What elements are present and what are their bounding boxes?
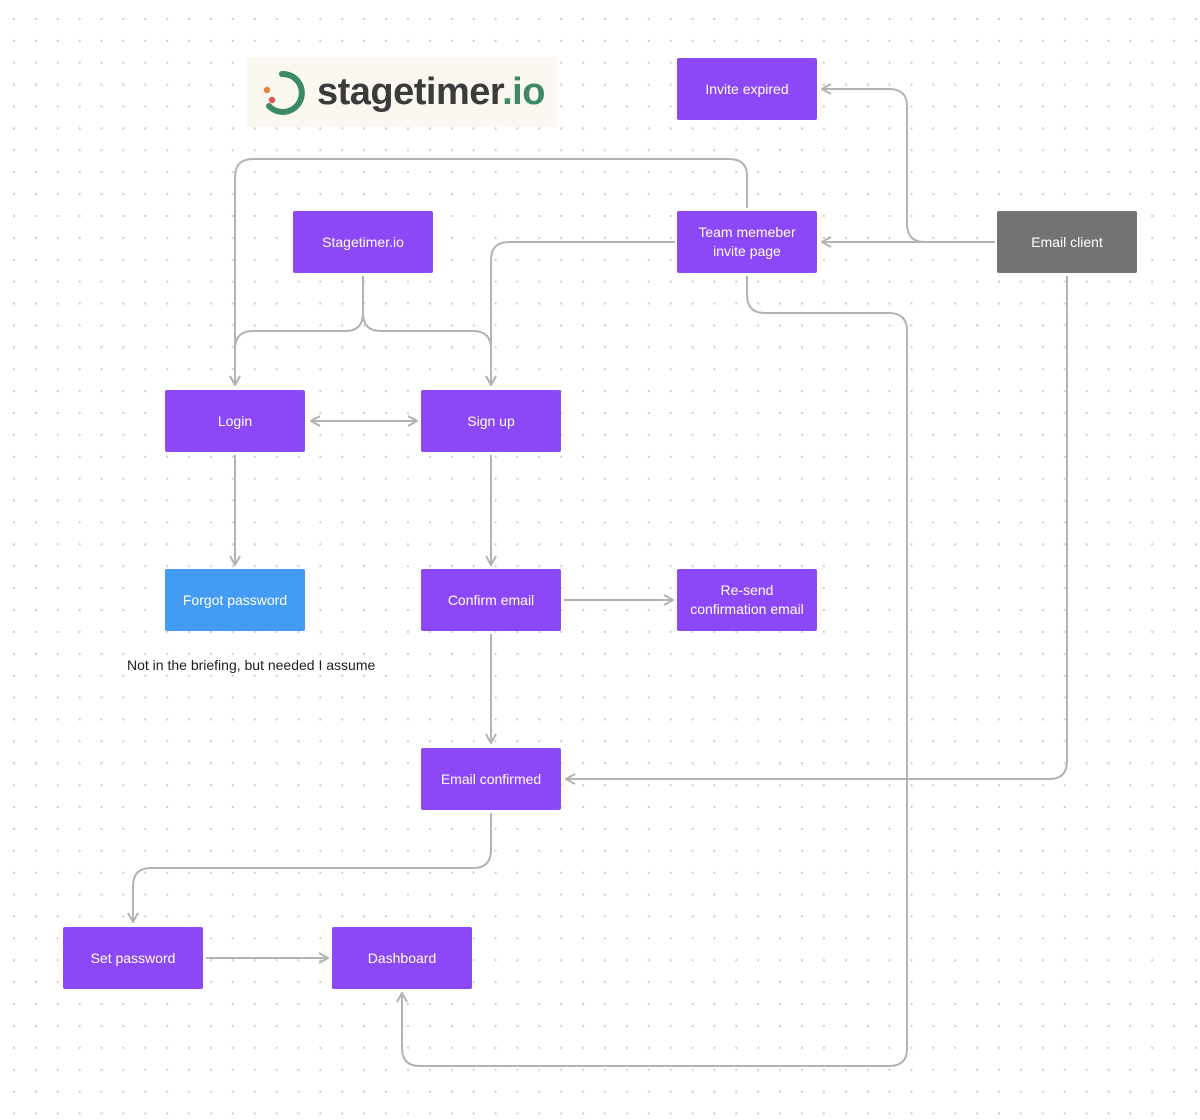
node-login[interactable]: Login [165, 390, 305, 452]
node-confirm-email[interactable]: Confirm email [421, 569, 561, 631]
node-invite-expired[interactable]: Invite expired [677, 58, 817, 120]
stagetimer-logo: stagetimer.io [247, 57, 557, 127]
forgot-password-note: Not in the briefing, but needed I assume [127, 657, 376, 673]
connector-emailconfirmed-setpassword [133, 813, 492, 922]
connector-stagetimer-login [235, 276, 364, 385]
node-dashboard[interactable]: Dashboard [332, 927, 472, 989]
node-email-confirmed[interactable]: Email confirmed [421, 748, 561, 810]
node-sign-up[interactable]: Sign up [421, 390, 561, 452]
connector-invite-dashboard [402, 276, 908, 1067]
logo-wordmark: stagetimer.io [317, 70, 545, 113]
connector-emailclient-emailconfirmed [566, 276, 1068, 779]
node-team-invite-page[interactable]: Team memeber invite page [677, 211, 817, 273]
connector-invite-login [235, 158, 748, 385]
node-email-client[interactable]: Email client [997, 211, 1137, 273]
node-resend-confirmation[interactable]: Re-send confirmation email [677, 569, 817, 631]
node-stagetimer[interactable]: Stagetimer.io [293, 211, 433, 273]
connector-emailclient-inviteexpired [822, 89, 995, 243]
stagetimer-logo-icon [263, 70, 305, 115]
connector-invite-signup [491, 241, 675, 385]
node-forgot-password[interactable]: Forgot password [165, 569, 305, 631]
connector-stagetimer-signup [362, 312, 491, 385]
node-set-password[interactable]: Set password [63, 927, 203, 989]
